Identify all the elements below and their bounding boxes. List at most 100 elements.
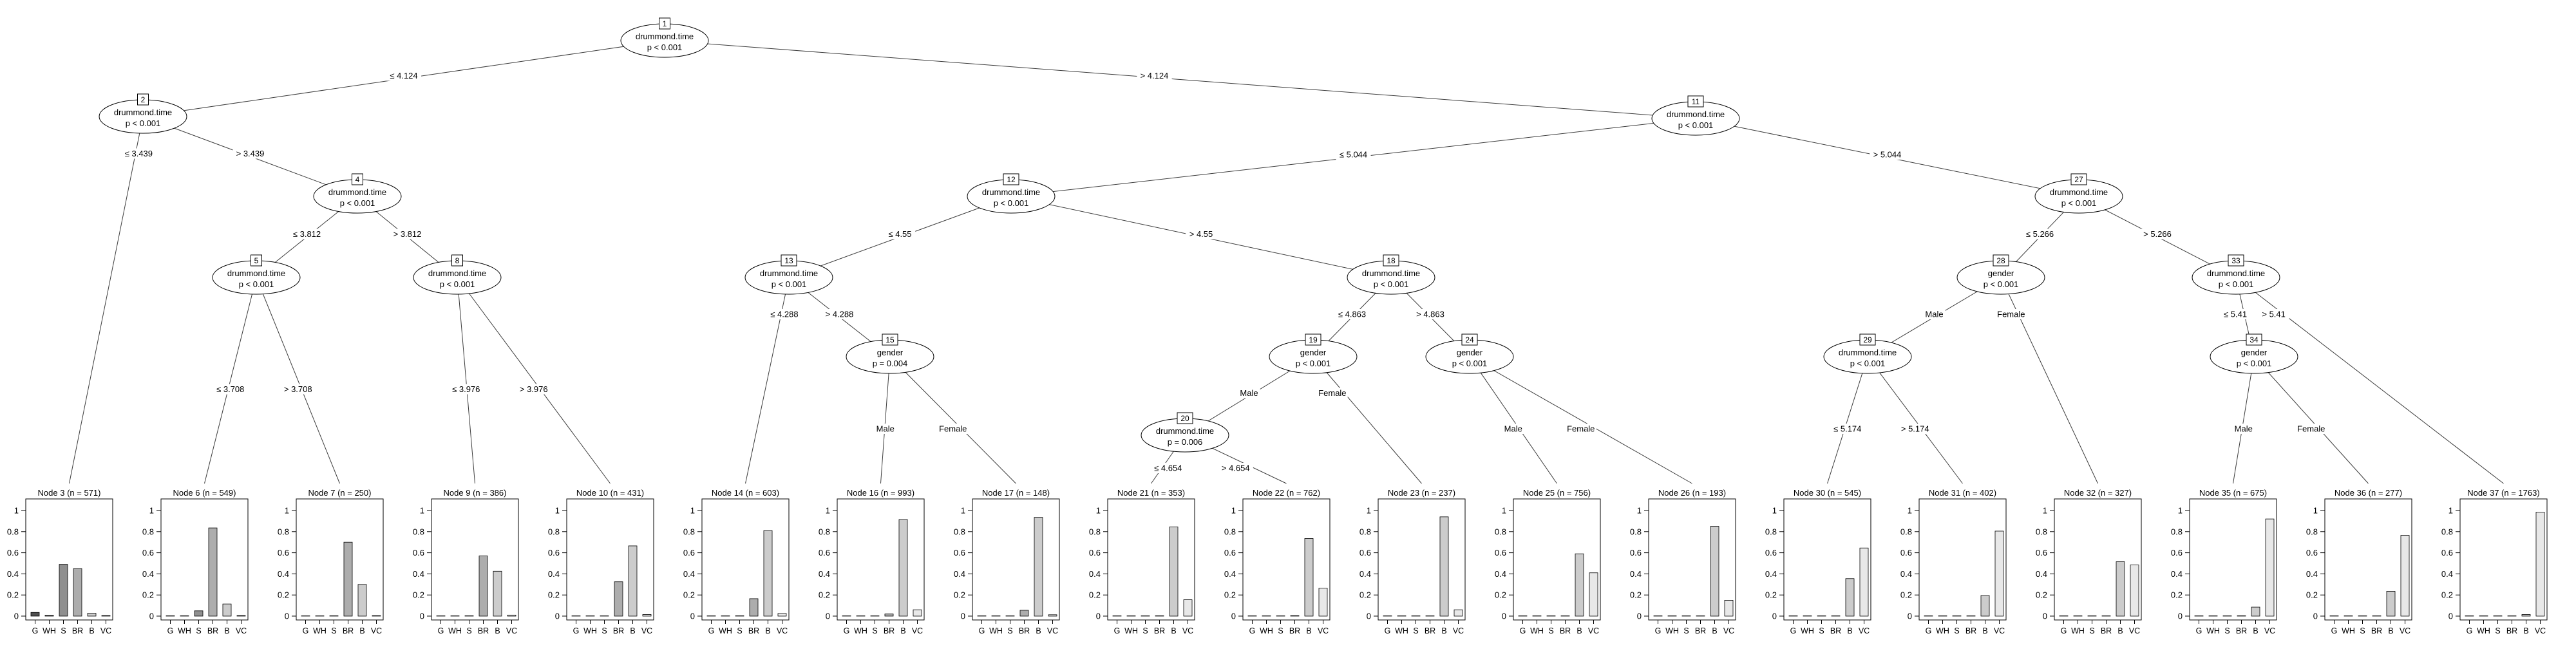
x-category-label: VC	[1318, 626, 1329, 635]
tree-edge-34-35	[2233, 357, 2255, 483]
edge-label-text: ≤ 4.288	[770, 310, 798, 319]
x-category-label: VC	[236, 626, 247, 635]
edge-label: Female	[938, 424, 969, 434]
y-tick-label: 0	[1502, 612, 1506, 621]
x-category-label: WH	[43, 626, 56, 635]
node-split-variable: drummond.time	[1667, 109, 1725, 119]
y-tick-label: 0.8	[2306, 527, 2318, 536]
tree-edge-2-3	[70, 117, 144, 483]
node-split-variable: drummond.time	[760, 268, 818, 278]
y-tick-label: 0.4	[142, 569, 154, 579]
x-category-label: WH	[2071, 626, 2085, 635]
x-category-label: B	[765, 626, 770, 635]
plot-box	[1649, 499, 1736, 620]
node-p-value: p = 0.004	[873, 359, 908, 368]
y-tick-label: 0.4	[1630, 569, 1642, 579]
edge-label: Female	[1996, 309, 2027, 319]
x-category-label: WH	[1665, 626, 1679, 635]
x-category-label: G	[979, 626, 985, 635]
edge-label-text: ≤ 5.266	[2026, 229, 2054, 239]
bar-VC	[1860, 548, 1868, 616]
x-category-label: B	[2253, 626, 2258, 635]
tree-edge-8-10	[457, 277, 611, 483]
plot-box	[1513, 499, 1600, 620]
bar-VC	[2266, 519, 2274, 616]
x-category-label: BR	[1560, 626, 1571, 635]
y-tick-label: 0.2	[7, 590, 19, 600]
node-split-variable: drummond.time	[636, 32, 694, 41]
x-category-label: BR	[1425, 626, 1435, 635]
edge-label: Male	[1502, 424, 1524, 434]
node-split-variable: drummond.time	[227, 268, 285, 278]
node-id: 18	[1387, 256, 1396, 265]
y-tick-label: 0	[555, 612, 560, 621]
edge-label-text: > 5.266	[2143, 229, 2172, 239]
tree-edge-29-31	[1868, 357, 1963, 483]
node-p-value: p < 0.001	[2237, 359, 2272, 368]
bar-B	[1575, 554, 1584, 616]
bar-VC	[1319, 588, 1327, 616]
terminal-node-title: Node 3 (n = 571)	[38, 488, 101, 498]
node-split-variable: gender	[2241, 348, 2268, 357]
x-category-label: B	[1441, 626, 1446, 635]
y-tick-label: 0	[1637, 612, 1642, 621]
x-category-label: BR	[748, 626, 759, 635]
plot-box	[161, 499, 248, 620]
edge-label: ≤ 3.976	[449, 384, 484, 395]
x-category-label: S	[1548, 626, 1553, 635]
x-category-label: B	[1306, 626, 1311, 635]
x-category-label: G	[1249, 626, 1256, 635]
x-category-label: G	[1520, 626, 1526, 635]
y-tick-label: 0.2	[1765, 590, 1777, 600]
x-category-label: S	[1278, 626, 1283, 635]
y-tick-label: 0.8	[1359, 527, 1371, 536]
y-tick-label: 0.6	[819, 548, 830, 558]
x-category-label: S	[601, 626, 607, 635]
x-category-label: G	[844, 626, 850, 635]
edge-label: > 5.41	[2259, 309, 2289, 319]
y-tick-label: 0	[1231, 612, 1236, 621]
x-category-label: S	[1954, 626, 1959, 635]
x-category-label: BR	[613, 626, 624, 635]
bar-B	[764, 530, 772, 616]
y-tick-label: 0.2	[548, 590, 560, 600]
y-tick-label: 1	[1096, 506, 1101, 516]
x-category-label: BR	[2371, 626, 2382, 635]
y-tick-label: 0.2	[1495, 590, 1506, 600]
node-id: 8	[455, 256, 460, 265]
tree-edge-8-9	[457, 277, 475, 483]
x-category-label: B	[2117, 626, 2123, 635]
x-category-label: G	[438, 626, 444, 635]
node-split-variable: drummond.time	[2050, 187, 2108, 197]
edge-label: Female	[2296, 424, 2327, 434]
x-category-label: B	[1036, 626, 1041, 635]
x-category-label: VC	[100, 626, 111, 635]
y-tick-label: 0.4	[2036, 569, 2047, 579]
x-category-label: WH	[2206, 626, 2220, 635]
terminal-nodes: Node 3 (n = 571) 0 0.2 0.4 0.6 0.8 1G WH S BR B VC N…	[7, 488, 2547, 635]
bar-VC	[1184, 600, 1192, 616]
edge-label: > 3.439	[232, 149, 267, 159]
y-tick-label: 0.4	[2441, 569, 2453, 579]
y-tick-label: 0.8	[278, 527, 289, 536]
x-category-label: VC	[1047, 626, 1058, 635]
node-split-variable: drummond.time	[1156, 426, 1214, 436]
node-split-variable: drummond.time	[1839, 348, 1897, 357]
x-category-label: VC	[2129, 626, 2140, 635]
plot-box	[1784, 499, 1871, 620]
bar-B	[2116, 562, 2125, 616]
edge-label-text: ≤ 3.439	[125, 149, 153, 158]
node-p-value: p < 0.001	[2219, 279, 2254, 289]
y-tick-label: 0.2	[2036, 590, 2047, 600]
x-category-label: B	[900, 626, 905, 635]
